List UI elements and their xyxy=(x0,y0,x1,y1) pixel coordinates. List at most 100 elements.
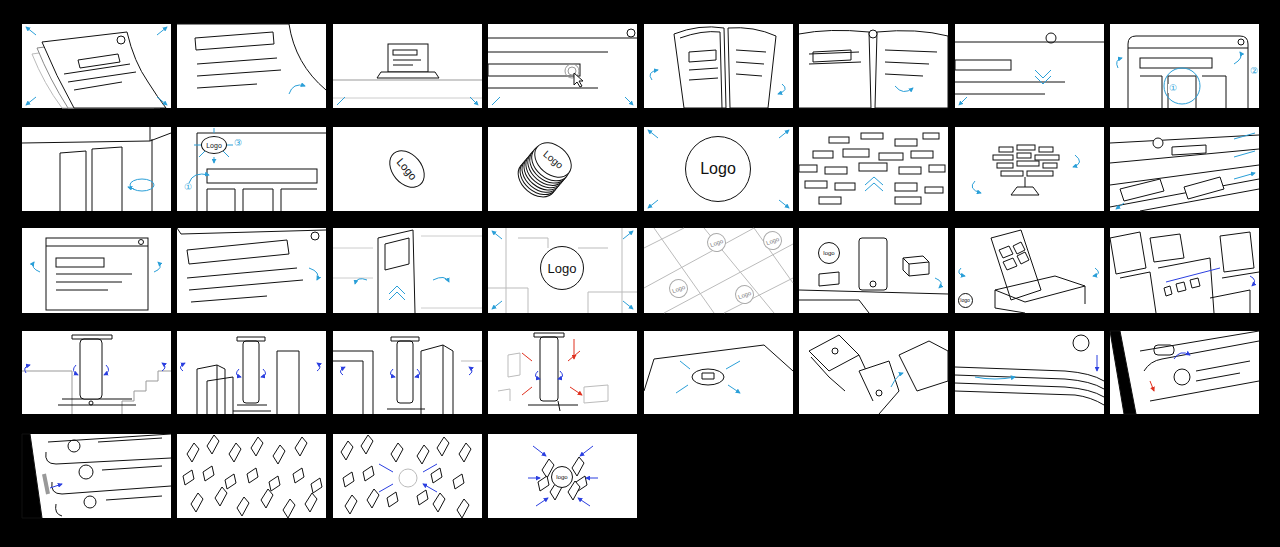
sketch-line xyxy=(492,231,633,309)
sketch-line xyxy=(1011,177,1039,195)
sketch-line xyxy=(903,256,929,276)
sketch-line xyxy=(378,230,415,313)
sketch-line xyxy=(975,377,1015,379)
sketch-line xyxy=(1110,331,1136,414)
frame-logo-big xyxy=(644,127,793,211)
sketch-line xyxy=(78,54,120,68)
sketch-line xyxy=(650,70,658,80)
sketch-line xyxy=(1110,135,1259,211)
sketch-line xyxy=(56,274,132,290)
sketch-line xyxy=(843,149,869,157)
sketch-line xyxy=(388,44,428,72)
sketch-line xyxy=(728,28,776,108)
sketch-line xyxy=(1154,345,1174,355)
sketch-line xyxy=(333,228,482,313)
logo-text: Logo xyxy=(671,283,686,293)
sketch-line xyxy=(1166,268,1220,282)
callout-number: ③ xyxy=(233,139,243,148)
sketch-line xyxy=(879,153,903,160)
sketch-line xyxy=(309,268,318,280)
sketch-line xyxy=(399,469,417,487)
sketch-line xyxy=(333,98,482,99)
sketch-line xyxy=(1110,232,1184,313)
sketch-line xyxy=(929,165,945,172)
frame-logo-layout xyxy=(177,127,326,211)
sketch-line xyxy=(702,373,714,379)
sketch-line xyxy=(58,399,136,405)
sketch-line xyxy=(1174,369,1190,385)
sketch-line xyxy=(644,24,793,108)
sketch-line xyxy=(813,151,833,158)
sketch-line xyxy=(387,337,425,409)
frame-page-tilt xyxy=(177,228,326,313)
sketch-line xyxy=(60,147,122,211)
sketch-line xyxy=(644,228,793,313)
sketch-line xyxy=(799,290,948,313)
sketch-line xyxy=(162,363,165,371)
sketch-line xyxy=(437,437,449,456)
sketch-line xyxy=(343,472,354,487)
sketch-line xyxy=(1140,331,1259,401)
sketch-line xyxy=(488,127,637,211)
sketch-line xyxy=(177,228,326,313)
sketch-line xyxy=(923,133,939,139)
sketch-line xyxy=(293,468,304,483)
frame-pillar-wall xyxy=(333,331,482,414)
sketch-line xyxy=(180,363,185,371)
sketch-line xyxy=(387,492,398,507)
sketch-line xyxy=(207,189,317,211)
sketch-line xyxy=(911,151,933,158)
sketch-line xyxy=(243,341,259,403)
logo-text: Logo xyxy=(737,289,752,299)
sketch-line xyxy=(189,174,209,183)
sketch-line xyxy=(46,434,171,516)
frame-pillar-blocks xyxy=(177,331,326,414)
frame-laptop xyxy=(333,24,482,108)
sketch-line xyxy=(379,464,437,492)
sketch-line xyxy=(1116,203,1124,209)
frame-desk xyxy=(799,228,948,313)
sketch-line xyxy=(832,348,838,354)
sketch-line xyxy=(1234,133,1255,179)
sketch-line xyxy=(89,401,93,405)
sketch-line xyxy=(1128,36,1248,108)
sketch-line xyxy=(1110,24,1259,108)
logo-text: Logo xyxy=(700,161,736,177)
sketch-line xyxy=(236,369,241,377)
sketch-line xyxy=(809,50,937,76)
sketch-line xyxy=(1035,155,1059,160)
logo-text: Logo xyxy=(709,237,724,247)
sketch-line xyxy=(289,85,305,94)
sketch-line xyxy=(363,466,374,481)
sketch-line xyxy=(859,238,887,290)
frame-curved-cards xyxy=(799,331,948,414)
sketch-line xyxy=(431,468,442,483)
sketch-line xyxy=(648,130,789,208)
sketch-line xyxy=(22,127,171,211)
sketch-line xyxy=(345,495,357,514)
logo-badge: Logo xyxy=(685,136,751,202)
frame-browser-click xyxy=(488,24,637,108)
sketch-line xyxy=(955,331,1104,414)
sketch-line xyxy=(225,474,236,489)
sketch-line xyxy=(273,445,285,464)
sketch-line xyxy=(488,52,608,88)
sketch-line xyxy=(835,183,855,190)
sketch-line xyxy=(1172,145,1206,155)
sketch-line xyxy=(139,240,144,245)
sketch-line xyxy=(237,497,249,516)
sketch-line xyxy=(377,72,439,78)
sketch-line xyxy=(999,242,1029,270)
sketch-line xyxy=(22,228,171,313)
sketch-line xyxy=(340,367,345,375)
sketch-line xyxy=(799,228,948,313)
sketch-line xyxy=(177,434,326,518)
frame-layers xyxy=(955,331,1104,414)
sketch-line xyxy=(955,60,1011,70)
frame-pages xyxy=(22,24,171,108)
sketch-line xyxy=(311,478,322,493)
sketch-line xyxy=(469,367,472,375)
sketch-line xyxy=(488,228,637,313)
